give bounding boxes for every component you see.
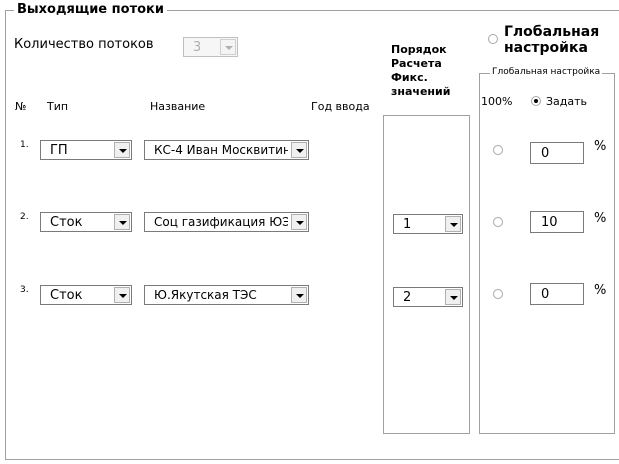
order-header-line2: Расчета: [391, 57, 442, 70]
row-percent-sign: %: [594, 211, 607, 226]
row-percent-input[interactable]: 0: [530, 283, 584, 305]
count-label: Количество потоков: [14, 37, 154, 52]
row-percent-sign: %: [594, 283, 607, 298]
chevron-down-icon: [291, 287, 307, 303]
group-title: Выходящие потоки: [14, 2, 167, 17]
count-value: 3: [193, 40, 202, 55]
order-header-line3: Фикс.: [391, 71, 428, 84]
chevron-down-icon: [114, 287, 130, 303]
row-order-dropdown[interactable]: 2: [393, 287, 463, 307]
option-set-label: Задать: [546, 95, 588, 108]
order-header: Порядок Расчета Фикс. значений: [391, 43, 450, 99]
row-type-dropdown[interactable]: ГП: [40, 140, 132, 160]
chevron-down-icon: [114, 214, 130, 230]
row-type-dropdown[interactable]: Сток: [40, 285, 132, 305]
row-percent-value: 0: [541, 146, 550, 161]
header-year: Год ввода: [311, 100, 370, 113]
count-dropdown[interactable]: 3: [183, 37, 238, 57]
order-header-line1: Порядок: [391, 43, 447, 56]
header-num: №: [15, 100, 27, 113]
row-type-value: Сток: [50, 288, 83, 303]
chevron-down-icon: [291, 142, 307, 158]
order-header-line4: значений: [391, 85, 451, 98]
option-set-radio[interactable]: [531, 96, 541, 106]
row-percent-value: 10: [541, 215, 558, 230]
order-column-box: [383, 115, 470, 434]
row-percent-value: 0: [541, 287, 550, 302]
row-num: 2.: [20, 212, 29, 222]
header-name: Название: [150, 100, 206, 113]
row-name-value: Соц газификация ЮЭР: [154, 215, 288, 229]
row-order-dropdown[interactable]: 1: [393, 214, 463, 234]
global-setting-label: Глобальная настройка: [504, 24, 599, 56]
chevron-down-icon: [291, 214, 307, 230]
outgoing-flows-group: [5, 10, 619, 460]
row-type-value: Сток: [50, 215, 83, 230]
global-setting-label-line1: Глобальная: [504, 24, 600, 40]
row-percent-radio[interactable]: [493, 289, 503, 299]
global-settings-box-title: Глобальная настройка: [490, 67, 603, 77]
chevron-down-icon: [445, 289, 461, 305]
row-percent-radio[interactable]: [493, 145, 503, 155]
chevron-down-icon: [445, 216, 461, 232]
row-percent-radio[interactable]: [493, 217, 503, 227]
row-percent-input[interactable]: 10: [530, 211, 584, 233]
global-setting-radio[interactable]: [488, 34, 498, 44]
row-name-dropdown[interactable]: КС-4 Иван Москвитин (Н: [144, 140, 309, 160]
row-percent-input[interactable]: 0: [530, 142, 584, 164]
row-order-value: 2: [403, 290, 412, 305]
row-num: 3.: [20, 285, 29, 295]
row-type-dropdown[interactable]: Сток: [40, 212, 132, 232]
global-settings-box: [479, 73, 615, 434]
option-100-label: 100%: [481, 95, 513, 108]
row-name-dropdown[interactable]: Ю.Якутская ТЭС: [144, 285, 309, 305]
row-order-value: 1: [403, 217, 412, 232]
row-num: 1.: [20, 140, 29, 150]
global-setting-label-line2: настройка: [504, 40, 588, 56]
header-type: Тип: [47, 100, 69, 113]
chevron-down-icon: [220, 39, 236, 55]
row-name-dropdown[interactable]: Соц газификация ЮЭР: [144, 212, 309, 232]
row-type-value: ГП: [50, 143, 68, 158]
row-percent-sign: %: [594, 139, 607, 154]
chevron-down-icon: [114, 142, 130, 158]
row-name-value: КС-4 Иван Москвитин (Н: [154, 143, 288, 157]
row-name-value: Ю.Якутская ТЭС: [154, 288, 257, 302]
